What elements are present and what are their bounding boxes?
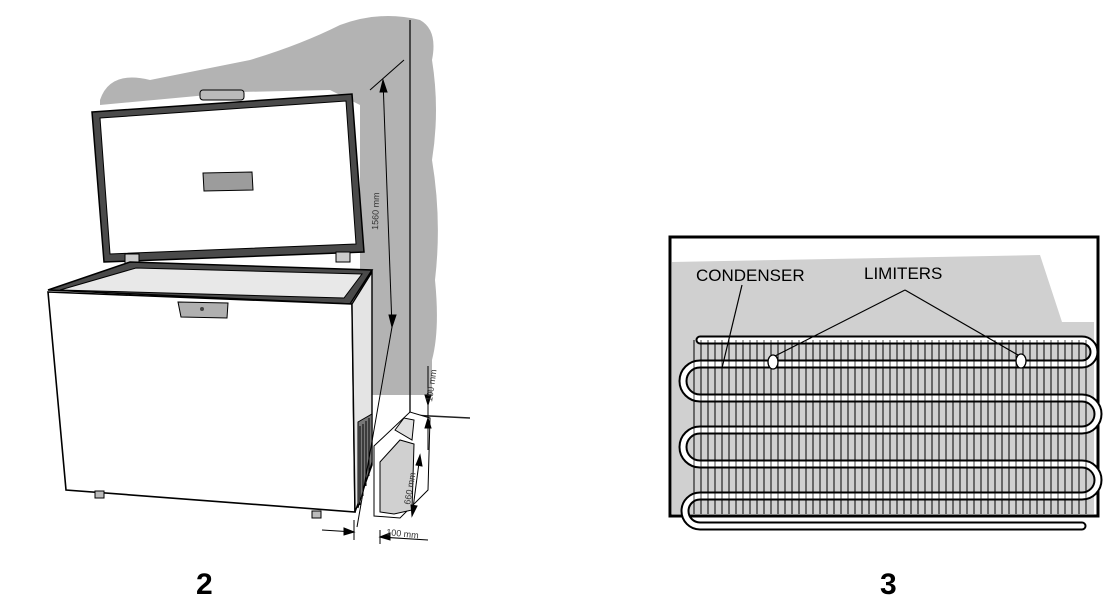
dimension-wall-gap: [424, 366, 432, 450]
dimension-wall-gap-label: 100 mm: [424, 369, 438, 403]
dimension-side-gap-label: 100 mm: [386, 527, 419, 540]
dimension-height: [356, 59, 405, 528]
freezer-lid: [91, 89, 365, 265]
label-leader-lines: [721, 284, 1019, 369]
side-vent-grille: [357, 413, 373, 509]
limiter-right: [1015, 353, 1027, 369]
limiter-left: [767, 354, 779, 370]
condenser-tube: [680, 337, 1101, 529]
figure-3-condenser-detail: CONDENSER LIMITERS: [668, 235, 1103, 531]
condenser-label: CONDENSER: [696, 266, 805, 285]
dimension-side-gap: [321, 520, 429, 544]
condenser-coil: [678, 335, 1103, 531]
figure-2-number: 2: [196, 568, 213, 601]
dimension-height-label: 1560 mm: [370, 192, 381, 230]
freezer-body: [47, 261, 374, 519]
dimension-depth: [410, 453, 423, 518]
compressor-step: [373, 411, 431, 519]
lid-handle: [202, 171, 254, 192]
limiters-label: LIMITERS: [864, 264, 942, 283]
figure-2-freezer-installation: 1560 mm 100 mm 660 mm 100 mm: [47, 16, 471, 544]
figure-3-number: 3: [880, 568, 897, 601]
wall-background: [100, 16, 438, 395]
